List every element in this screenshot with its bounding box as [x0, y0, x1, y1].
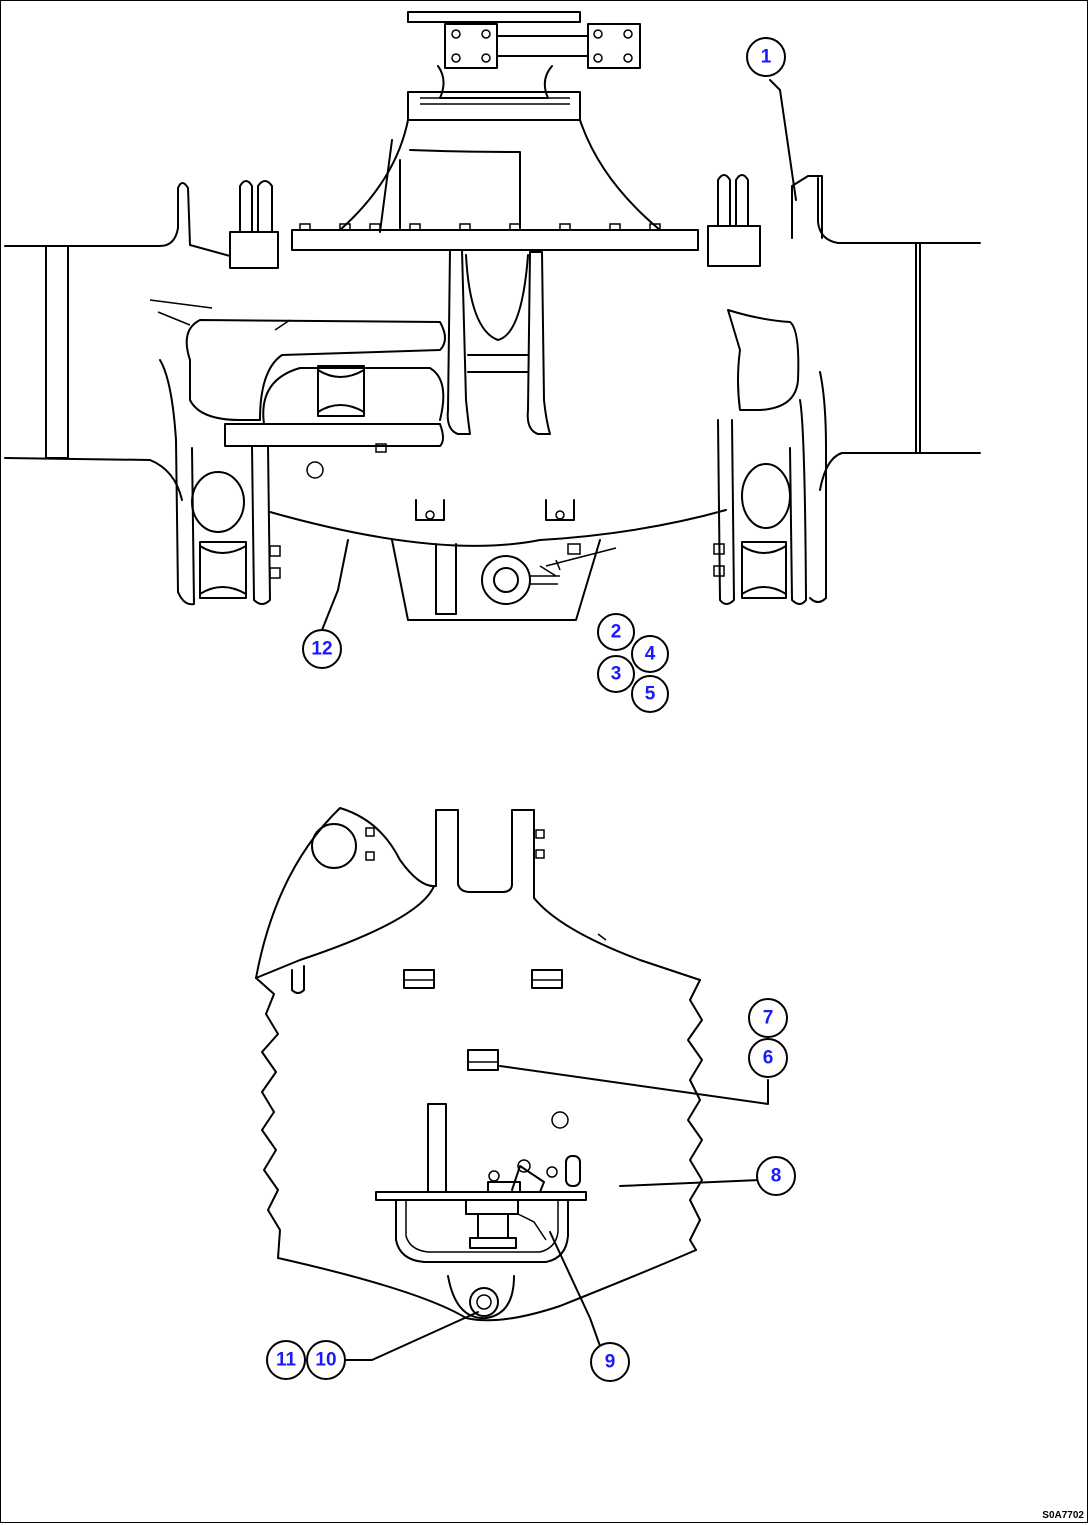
callout-6-label: 6: [763, 1048, 774, 1069]
callout-4: 4: [631, 635, 669, 673]
callout-5: 5: [631, 675, 669, 713]
callout-1-label: 1: [761, 47, 772, 68]
callout-7-label: 7: [763, 1008, 774, 1029]
callout-12: 12: [302, 629, 342, 669]
callout-9-label: 9: [605, 1352, 616, 1373]
callout-11: 11: [266, 1340, 306, 1380]
callout-10-label: 10: [315, 1350, 336, 1371]
drawing-code: S0A7702: [1042, 1510, 1084, 1521]
callout-4-label: 4: [645, 644, 656, 665]
callout-3: 3: [597, 655, 635, 693]
callout-3-label: 3: [611, 664, 622, 685]
leader-lines: [321, 79, 797, 1361]
callout-2: 2: [597, 613, 635, 651]
callout-6: 6: [748, 1038, 788, 1078]
callout-7: 7: [748, 998, 788, 1038]
callout-5-label: 5: [645, 684, 656, 705]
callout-12-label: 12: [311, 639, 332, 660]
callout-1: 1: [746, 37, 786, 77]
callout-11-label: 11: [276, 1350, 297, 1371]
callout-9: 9: [590, 1342, 630, 1382]
axle-top-view: [4, 11, 981, 621]
callout-2-label: 2: [611, 622, 622, 643]
callout-10: 10: [306, 1340, 346, 1380]
callouts: 1 2 3 4 5 6 7 8 9 10 11 12: [266, 37, 796, 1382]
callout-8-label: 8: [771, 1166, 782, 1187]
axle-bottom-view: [255, 807, 703, 1322]
callout-8: 8: [756, 1156, 796, 1196]
